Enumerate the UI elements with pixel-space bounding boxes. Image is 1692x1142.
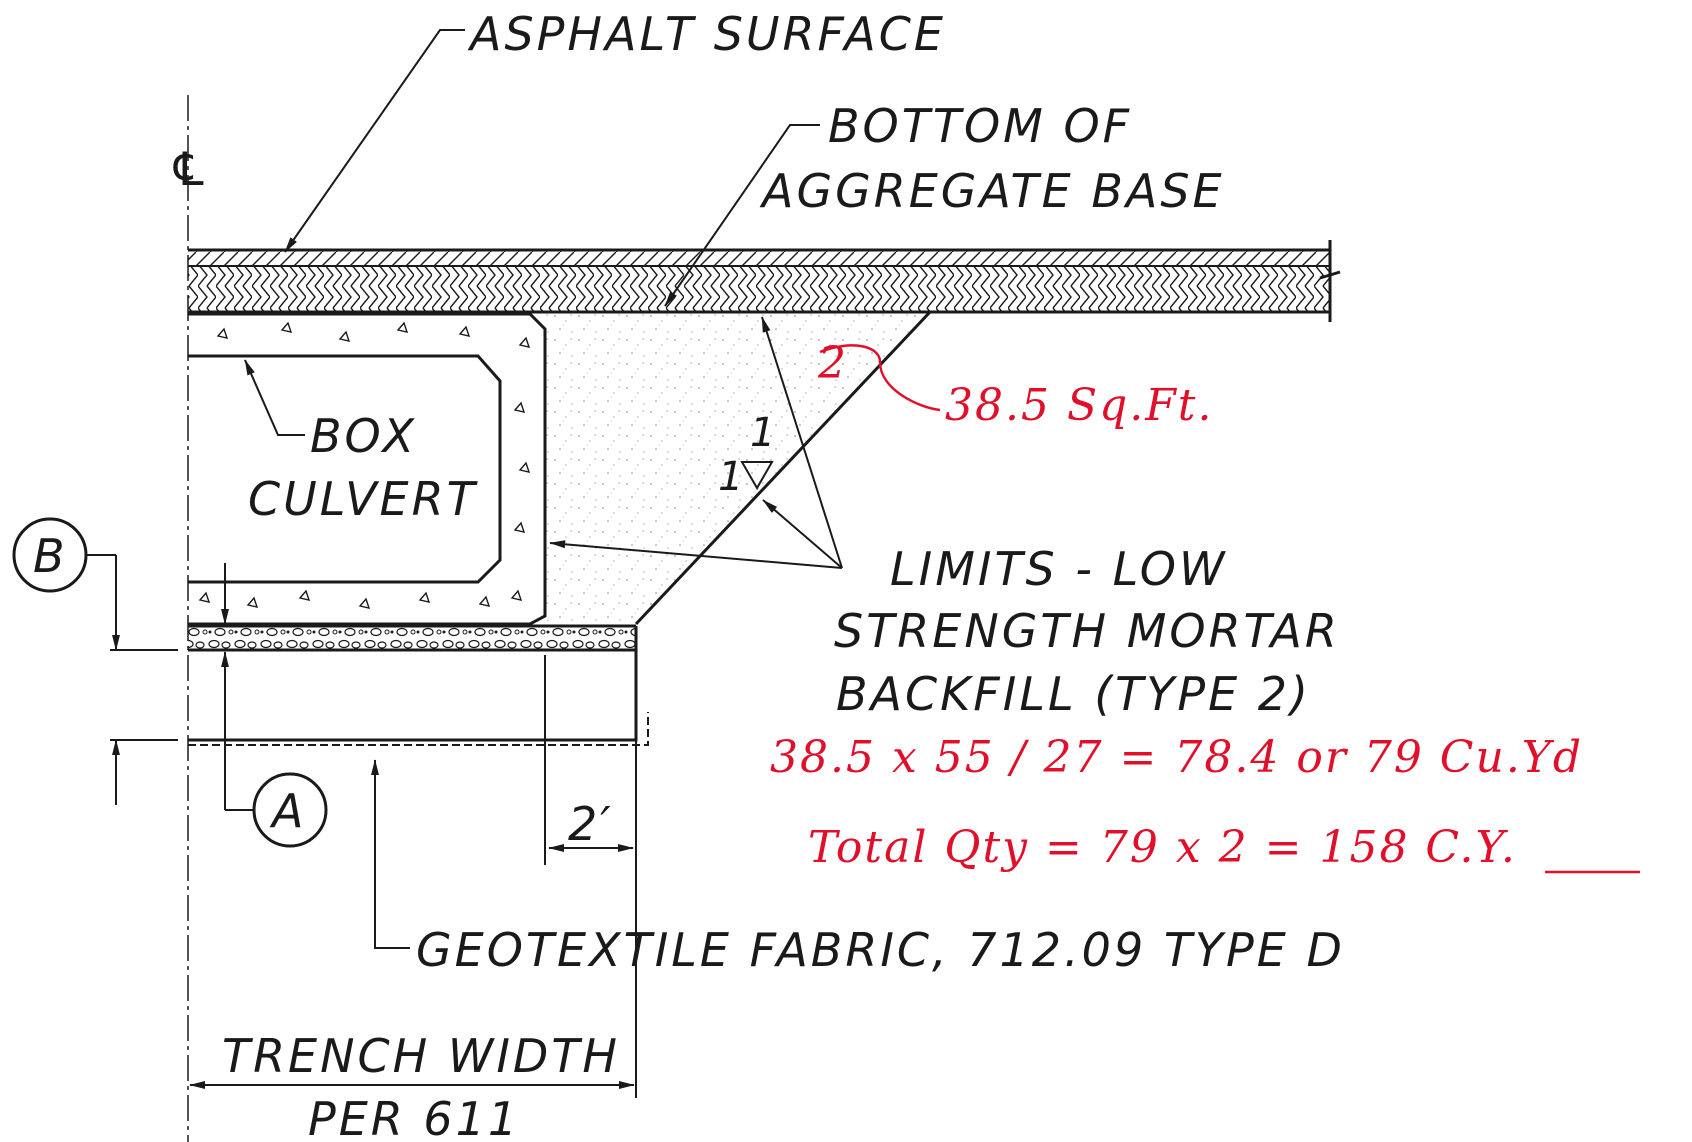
box-label: BOX xyxy=(310,409,417,463)
aggregate-base-label: AGGREGATE BASE xyxy=(759,164,1225,218)
per-611-label: PER 611 xyxy=(308,1092,520,1142)
area-mark: 2 xyxy=(817,338,848,389)
strength-mortar-label: STRENGTH MORTAR xyxy=(834,604,1340,658)
bottom-of-label: BOTTOM OF xyxy=(828,99,1132,153)
geotextile-leader xyxy=(371,759,410,949)
asphalt-surface-label: ASPHALT SURFACE xyxy=(467,7,946,61)
backfill-type2-label: BACKFILL (TYPE 2) xyxy=(836,667,1311,721)
centerline-symbol: ℄ xyxy=(168,142,212,196)
dimension-2ft: 2′ xyxy=(568,797,614,851)
asphalt-leader xyxy=(284,29,465,253)
mortar-backfill-area xyxy=(545,312,930,624)
limits-low-label: LIMITS - LOW xyxy=(890,542,1228,596)
box-culvert xyxy=(188,312,547,626)
slope-run: 1 xyxy=(718,454,746,500)
area-annotation: 38.5 Sq.Ft. xyxy=(945,380,1213,431)
slope-triangle xyxy=(740,461,774,491)
volume-calc-annotation: 38.5 x 55 / 27 = 78.4 or 79 Cu.Yd xyxy=(770,732,1583,783)
culvert-label: CULVERT xyxy=(248,472,479,526)
trench-width-label: TRENCH WIDTH xyxy=(222,1029,620,1083)
total-qty-annotation: Total Qty = 79 x 2 = 158 C.Y. xyxy=(808,822,1517,873)
geotextile-label: GEOTEXTILE FABRIC, 712.09 TYPE D xyxy=(416,923,1345,977)
break-line xyxy=(1319,240,1341,322)
slope-rise: 1 xyxy=(750,410,778,456)
callout-b-letter: B xyxy=(33,529,68,583)
callout-a-letter: A xyxy=(269,784,306,838)
box-culvert-leader xyxy=(244,359,305,436)
asphalt-layer xyxy=(188,248,1330,267)
aggregate-base-layer xyxy=(188,266,1330,314)
area-mark-leader xyxy=(819,344,941,412)
bedding-layer xyxy=(188,626,636,650)
aggregate-leader xyxy=(664,124,820,307)
geotextile-fabric-line xyxy=(188,712,649,746)
